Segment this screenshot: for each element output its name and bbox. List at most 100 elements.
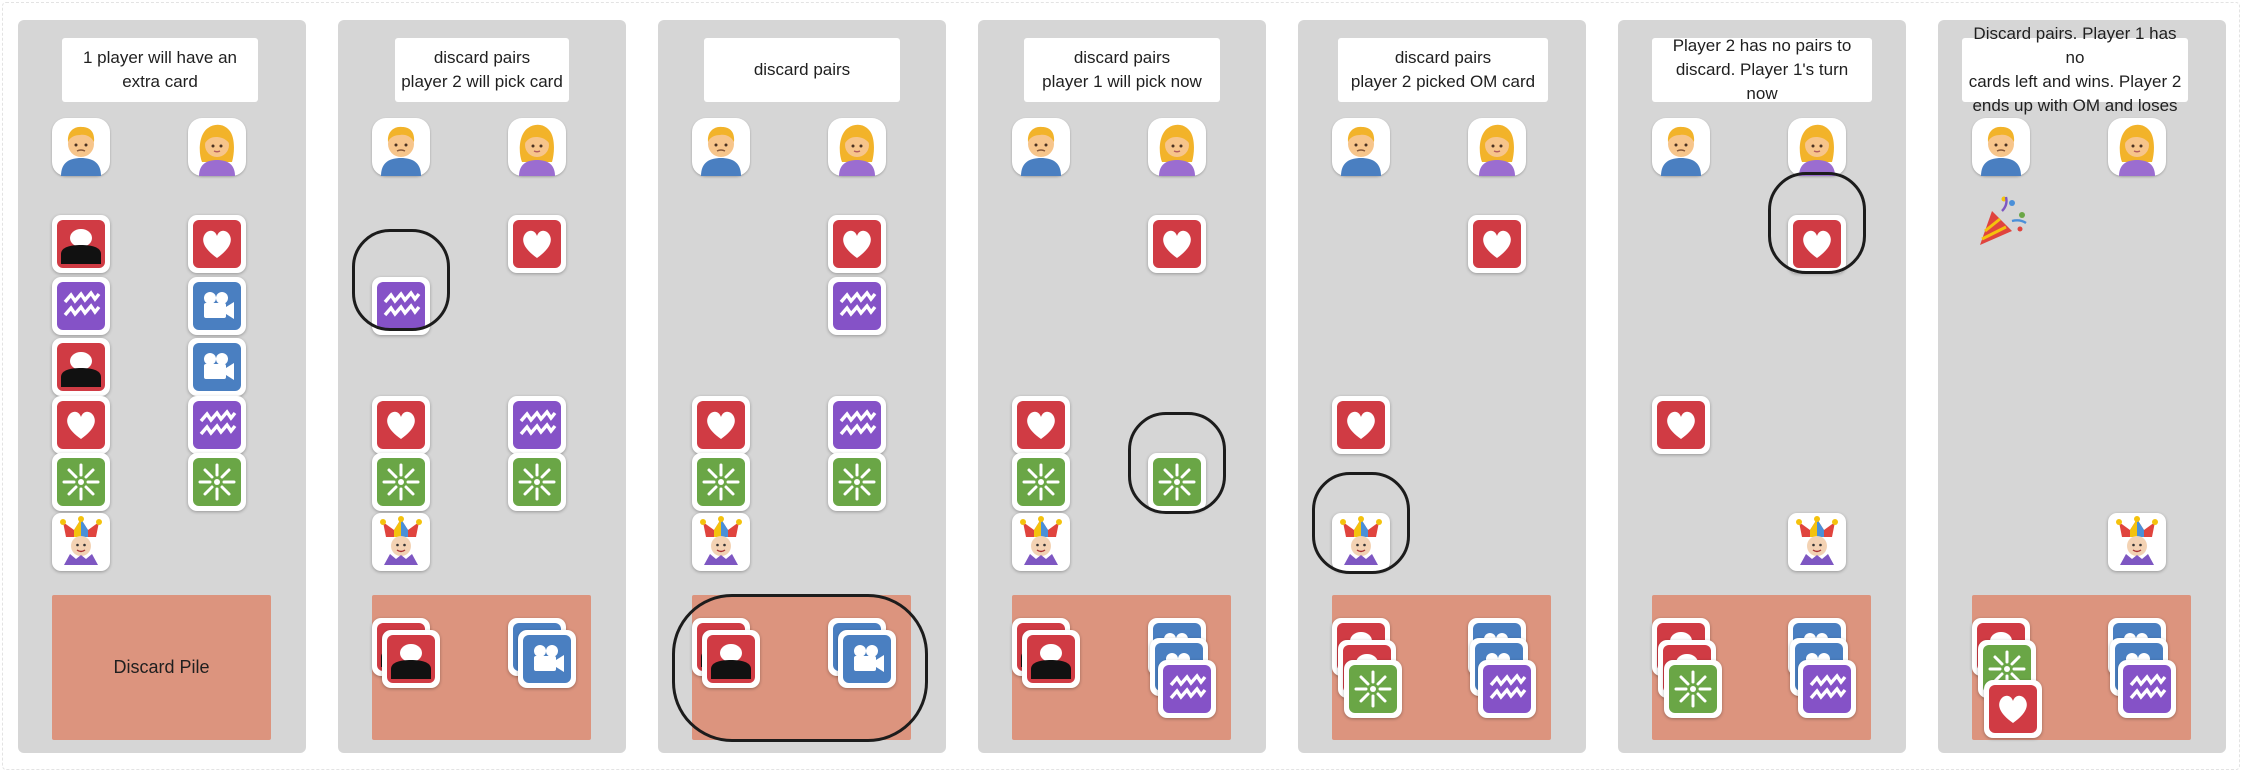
man-icon (1332, 118, 1390, 176)
heart-icon (1017, 401, 1065, 449)
burst-card (692, 453, 750, 511)
burst-card (1344, 660, 1402, 718)
zigzag-icon (833, 282, 881, 330)
camera-card (518, 630, 576, 688)
heart-icon (193, 220, 241, 268)
red-circle-card (52, 215, 110, 273)
zigzag-card (828, 277, 886, 335)
zigzag-icon (833, 401, 881, 449)
burst-icon (377, 458, 425, 506)
zigzag-icon (2123, 665, 2171, 713)
joker-card (2108, 513, 2166, 571)
burst-icon (193, 458, 241, 506)
discard-pile: Discard Pile (52, 595, 271, 740)
step-note: discard pairs (704, 38, 900, 102)
camera-icon (523, 635, 571, 683)
burst-icon (1017, 458, 1065, 506)
camera-icon (193, 282, 241, 330)
zigzag-icon (1803, 665, 1851, 713)
step-panel-4: discard pairs player 1 will pick now (978, 20, 1266, 753)
burst-card (828, 453, 886, 511)
zigzag-card (1478, 660, 1536, 718)
highlight-ring (1768, 172, 1866, 274)
joker-icon (1012, 513, 1070, 571)
heart-icon (377, 401, 425, 449)
burst-card (188, 453, 246, 511)
man-icon (52, 118, 110, 176)
camera-card (188, 277, 246, 335)
burst-icon (513, 458, 561, 506)
red-circle-card (52, 338, 110, 396)
heart-card (372, 396, 430, 454)
red-circle-card (382, 630, 440, 688)
burst-card (1664, 660, 1722, 718)
heart-card (1012, 396, 1070, 454)
burst-card (372, 453, 430, 511)
step-note: Player 2 has no pairs to discard. Player… (1652, 36, 1872, 103)
highlight-ring (352, 229, 450, 331)
heart-icon (1337, 401, 1385, 449)
zigzag-icon (1163, 665, 1211, 713)
step-note: discard pairs player 1 will pick now (1024, 38, 1220, 102)
zigzag-card (508, 396, 566, 454)
zigzag-card (2118, 660, 2176, 718)
man-icon (1972, 118, 2030, 176)
heart-card (1148, 215, 1206, 273)
burst-icon (1349, 665, 1397, 713)
step-note: Discard pairs. Player 1 has no cards lef… (1962, 24, 2188, 115)
heart-icon (1657, 401, 1705, 449)
party-popper-icon (1972, 193, 2030, 251)
joker-icon (692, 513, 750, 571)
joker-card (1788, 513, 1846, 571)
zigzag-card (1158, 660, 1216, 718)
woman-icon (1468, 118, 1526, 176)
camera-card (838, 630, 896, 688)
heart-card (188, 215, 246, 273)
heart-icon (57, 401, 105, 449)
burst-card (1012, 453, 1070, 511)
discard-pile-label: Discard Pile (113, 657, 210, 677)
red-circle-icon (1027, 635, 1075, 683)
burst-icon (57, 458, 105, 506)
heart-icon (1989, 685, 2037, 733)
heart-card (508, 215, 566, 273)
joker-icon (372, 513, 430, 571)
heart-card (1652, 396, 1710, 454)
camera-card (188, 338, 246, 396)
step-panel-6: Player 2 has no pairs to discard. Player… (1618, 20, 1906, 753)
burst-icon (1669, 665, 1717, 713)
woman-icon (508, 118, 566, 176)
joker-icon (1788, 513, 1846, 571)
heart-card (828, 215, 886, 273)
highlight-ring (672, 594, 928, 742)
joker-card (52, 513, 110, 571)
step-panel-5: discard pairs player 2 picked OM card (1298, 20, 1586, 753)
zigzag-icon (57, 282, 105, 330)
heart-icon (1473, 220, 1521, 268)
zigzag-icon (513, 401, 561, 449)
man-icon (1652, 118, 1710, 176)
burst-card (508, 453, 566, 511)
zigzag-card (1798, 660, 1856, 718)
step-panel-2: discard pairs player 2 will pick card (338, 20, 626, 753)
step-note: discard pairs player 2 will pick card (395, 38, 569, 102)
zigzag-icon (193, 401, 241, 449)
man-icon (372, 118, 430, 176)
heart-icon (1153, 220, 1201, 268)
woman-icon (2108, 118, 2166, 176)
woman-icon (1788, 118, 1846, 176)
zigzag-card (828, 396, 886, 454)
joker-card (692, 513, 750, 571)
joker-icon (52, 513, 110, 571)
burst-card (52, 453, 110, 511)
man-icon (1012, 118, 1070, 176)
woman-icon (188, 118, 246, 176)
highlight-ring (1312, 472, 1410, 574)
heart-icon (513, 220, 561, 268)
step-note: discard pairs player 2 picked OM card (1338, 38, 1548, 102)
step-note: 1 player will have an extra card (62, 38, 258, 102)
step-panel-7: Discard pairs. Player 1 has no cards lef… (1938, 20, 2226, 753)
joker-card (372, 513, 430, 571)
